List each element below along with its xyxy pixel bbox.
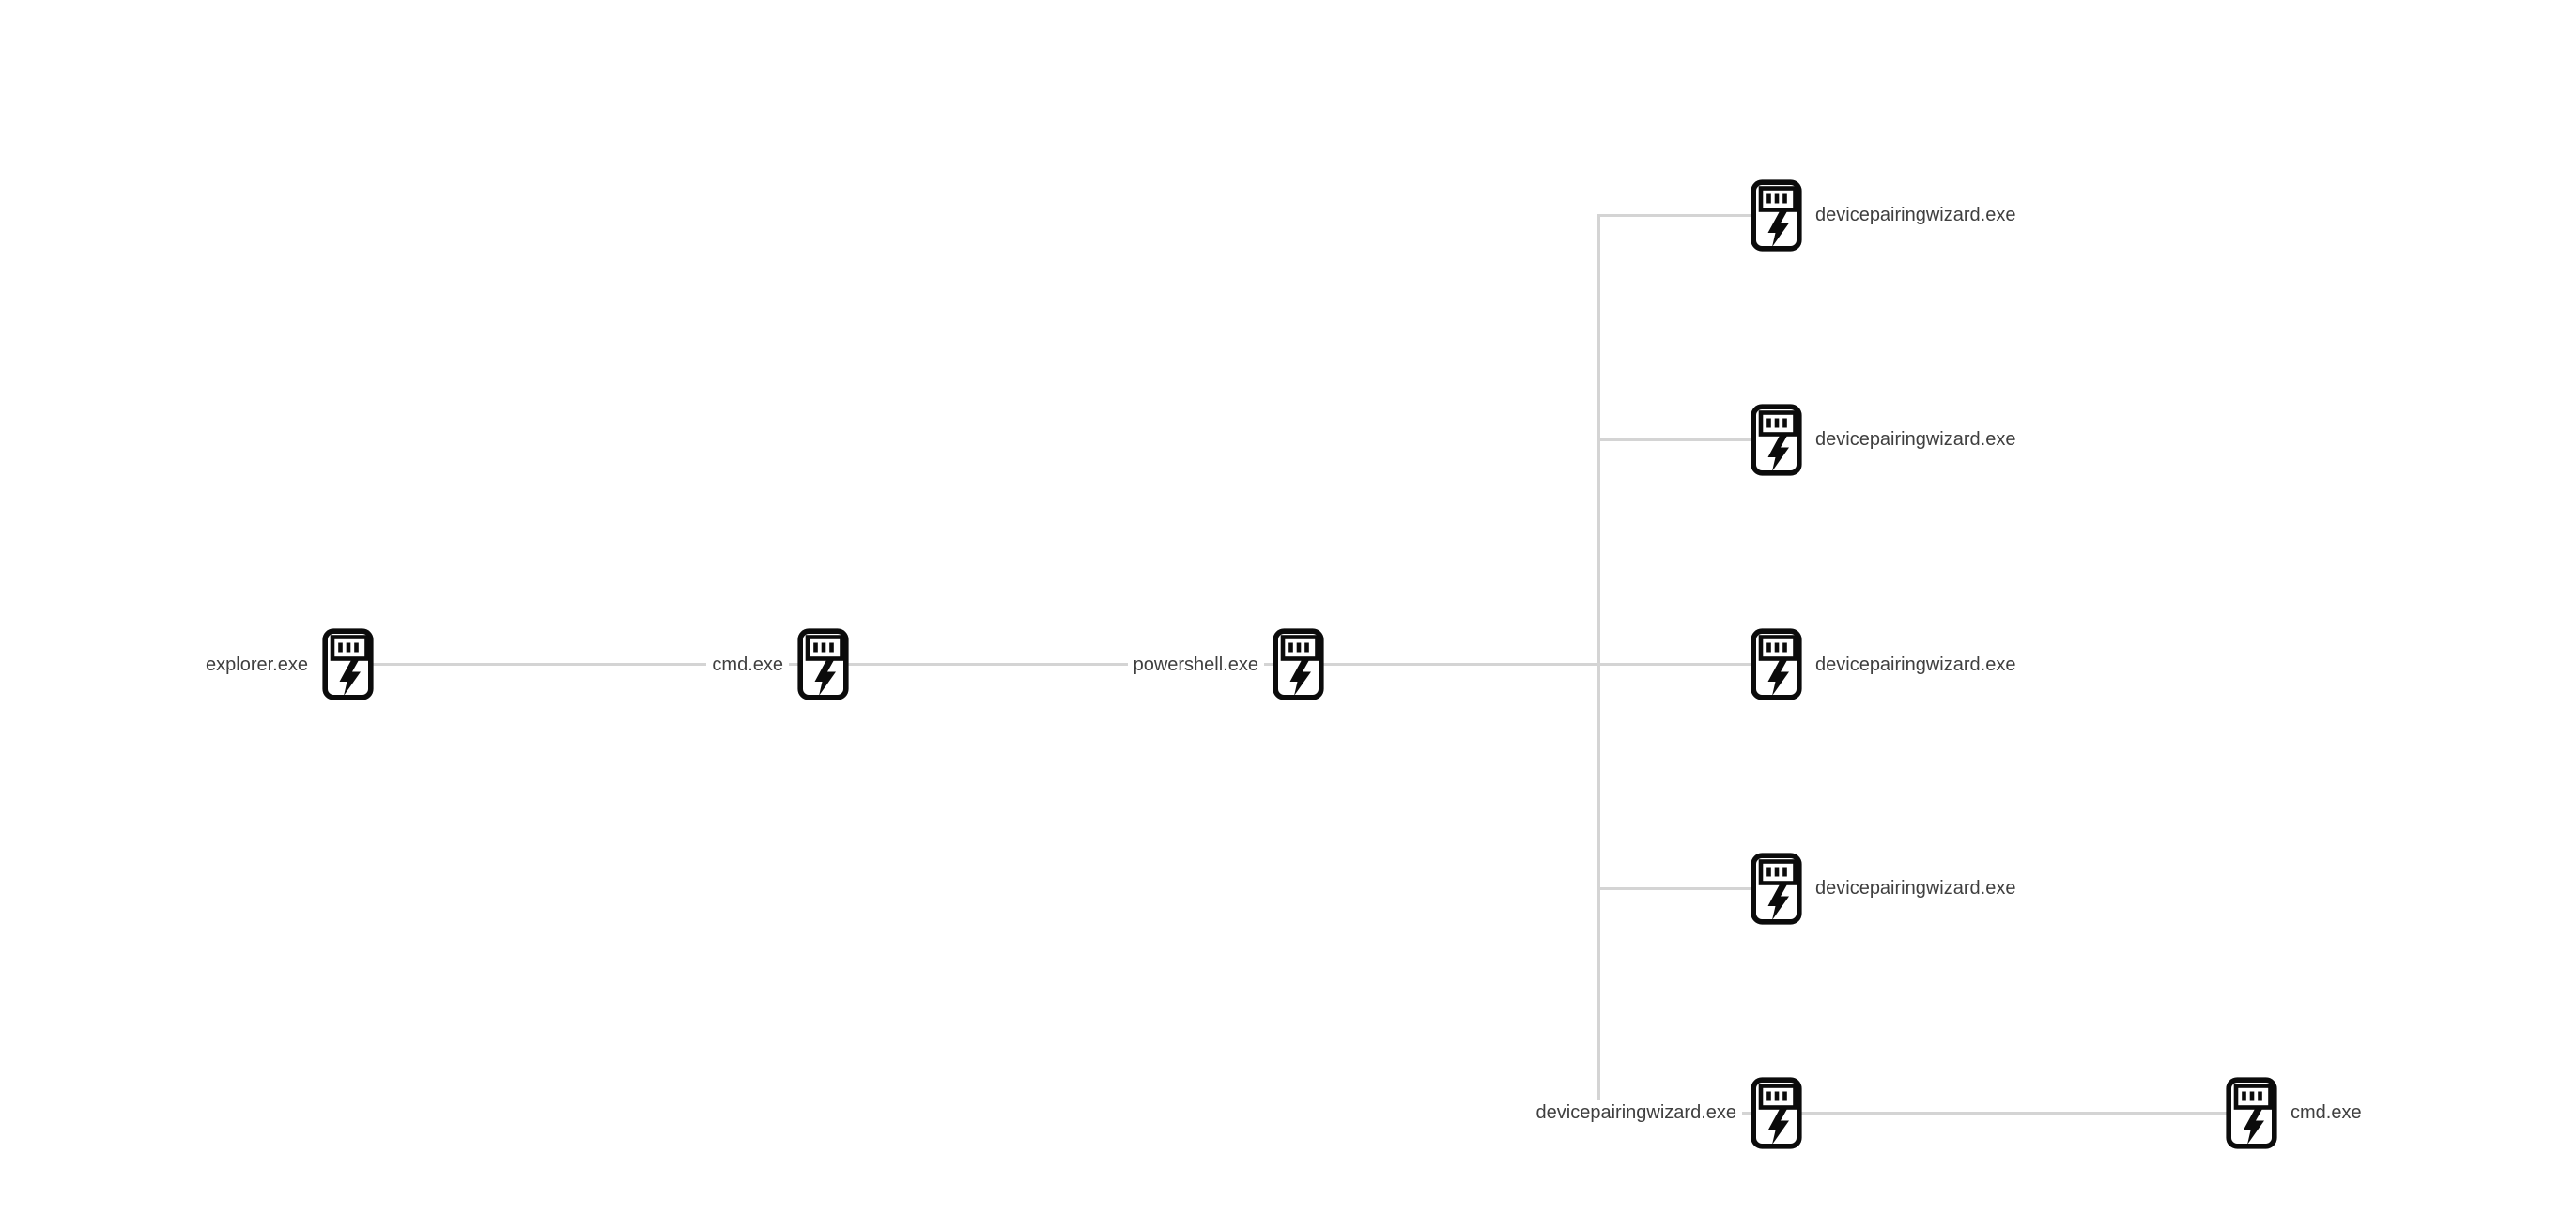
edge-branch-dpw5-cmd <box>1597 1111 2252 1115</box>
process-label: devicepairingwizard.exe <box>1810 875 2022 901</box>
edge-branch-dpw4 <box>1597 886 1777 890</box>
edge-trunk-powershell-children <box>1597 213 1600 1115</box>
process-lightning-icon[interactable] <box>322 628 374 700</box>
process-label: devicepairingwizard.exe <box>1810 651 2022 678</box>
process-label: cmd.exe <box>706 651 789 678</box>
process-lightning-icon[interactable] <box>1751 404 1802 476</box>
process-lightning-icon[interactable] <box>1751 853 1802 925</box>
process-lightning-icon[interactable] <box>1751 1077 1802 1149</box>
process-label: devicepairingwizard.exe <box>1810 426 2022 453</box>
process-lightning-icon[interactable] <box>797 628 849 700</box>
edge-branch-dpw1 <box>1597 213 1777 217</box>
process-label: devicepairingwizard.exe <box>1810 202 2022 228</box>
process-label: devicepairingwizard.exe <box>1530 1100 1742 1126</box>
edge-explorer-cmd-powershell-dpw3 <box>347 663 1776 666</box>
process-label: explorer.exe <box>200 651 314 678</box>
process-lightning-icon[interactable] <box>1273 628 1324 700</box>
process-lightning-icon[interactable] <box>1751 628 1802 700</box>
edge-branch-dpw2 <box>1597 438 1777 441</box>
process-label: powershell.exe <box>1127 651 1264 678</box>
process-label: cmd.exe <box>2285 1100 2368 1126</box>
process-lightning-icon[interactable] <box>1751 179 1802 252</box>
process-lightning-icon[interactable] <box>2226 1077 2277 1149</box>
